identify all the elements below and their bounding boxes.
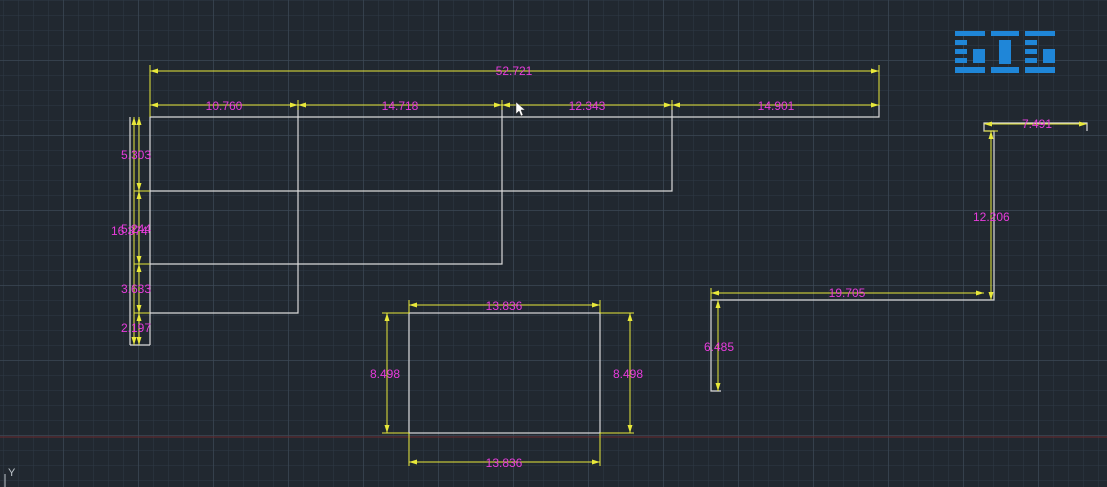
dim-left-4-text: 2.197 — [121, 321, 151, 335]
rectangle[interactable] — [408, 312, 601, 434]
dim-seg-1-text: 10.760 — [206, 99, 243, 113]
dim-rect-left-text: 8.498 — [370, 367, 400, 381]
dim-rect[interactable] — [382, 300, 634, 466]
stepped-shape[interactable] — [129, 104, 880, 346]
dim-left-1-text: 5.303 — [121, 148, 151, 162]
dim-poly-leg-text: 6.485 — [704, 340, 734, 354]
dim-poly-horizontal-text: 19.705 — [829, 286, 866, 300]
shape-outline — [149, 105, 880, 345]
logo — [955, 31, 1055, 73]
dim-seg-3-text: 12.343 — [569, 99, 606, 113]
dim-rect-bottom-text: 13.836 — [486, 456, 523, 470]
dim-left-3-text: 3.633 — [121, 282, 151, 296]
dim-left-overall-text: 16.374 — [111, 224, 148, 238]
dim-poly-vertical-text: 12.206 — [973, 210, 1010, 224]
dim-right-poly[interactable] — [710, 121, 1087, 392]
dim-seg-2-text: 14.718 — [382, 99, 419, 113]
ucs-y-label: Y — [8, 467, 16, 479]
shape-step-1 — [150, 104, 299, 314]
dim-overall-width-text: 52.721 — [496, 64, 533, 78]
shape-step-2 — [150, 104, 503, 265]
dim-segments[interactable] — [150, 100, 879, 110]
dim-left-2-text: 5.244 — [121, 222, 151, 236]
dim-rect-top-text: 13.836 — [486, 299, 523, 313]
dim-overall-width[interactable] — [149, 65, 880, 117]
shape-step-3 — [150, 104, 673, 192]
dim-left-stack[interactable] — [131, 117, 151, 345]
dim-poly-top-text: 7.491 — [1022, 117, 1052, 131]
ucs-icon: Y — [4, 467, 16, 487]
right-polyline[interactable] — [710, 122, 1088, 392]
mouse-cursor — [515, 101, 526, 117]
dim-rect-right-text: 8.498 — [613, 367, 643, 381]
dim-seg-4-text: 14.901 — [758, 99, 795, 113]
